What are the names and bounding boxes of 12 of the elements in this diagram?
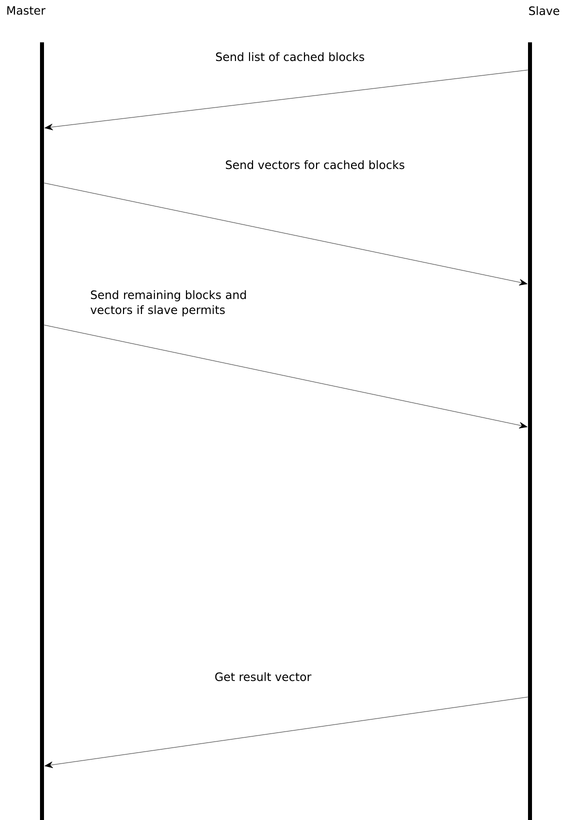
arrow (44, 324, 528, 428)
arrow (44, 70, 528, 130)
edge-label: Send list of cached blocks (216, 52, 364, 62)
edge-label: Send remaining blocks and vectors if slave permits (90, 290, 246, 316)
lifeline: Slave (528, 6, 560, 820)
arrow (44, 182, 528, 286)
edge-label: Send vectors for cached blocks (226, 160, 404, 170)
node-label: Slave (529, 6, 560, 16)
lifeline: Master (7, 6, 46, 820)
arrow (44, 696, 528, 768)
node-label: Master (7, 6, 46, 15)
edge-label: Get result vector (215, 672, 312, 682)
